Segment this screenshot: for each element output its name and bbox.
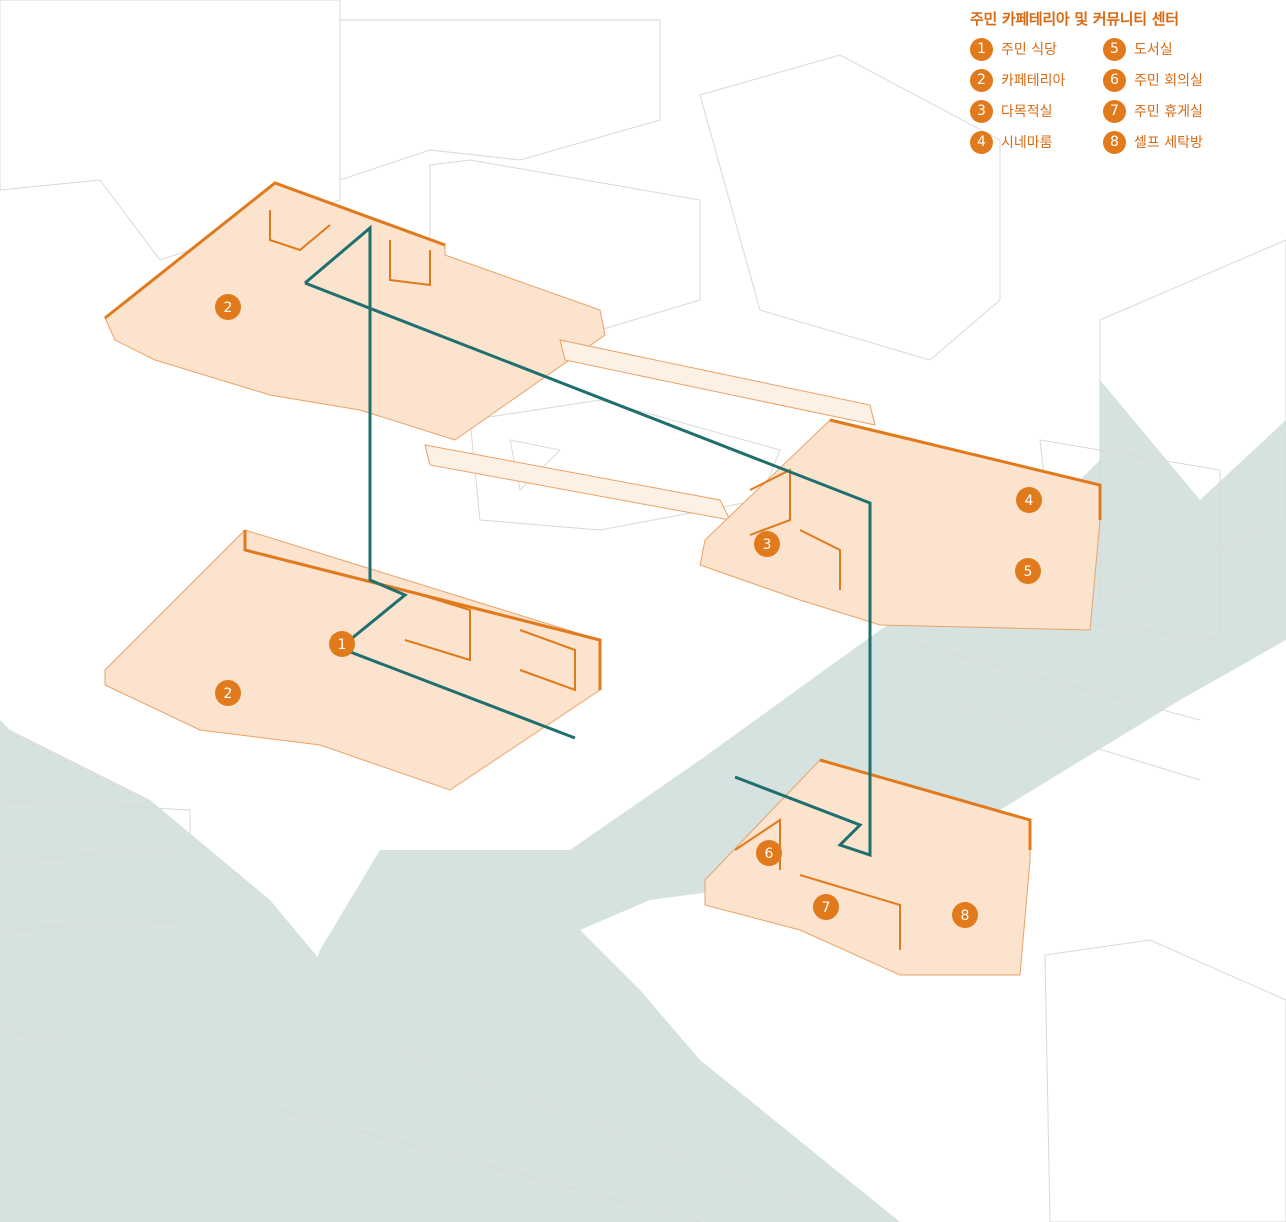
room-marker-circle <box>1015 558 1041 584</box>
legend-number-badge: 4 <box>970 130 993 154</box>
legend-label: 주민 식당 <box>1001 42 1057 58</box>
room-marker-number: 3 <box>763 537 772 553</box>
room-marker-2: 2 <box>215 294 241 320</box>
room-marker-number: 6 <box>765 846 774 862</box>
legend-title: 주민 카페테리아 및 커뮤니티 센터 <box>970 10 1179 28</box>
room-marker-number: 2 <box>224 686 233 702</box>
legend: 주민 카페테리아 및 커뮤니티 센터 1 주민 식당 2 카페테리아 3 다목적… <box>970 8 1270 166</box>
legend-number-badge: 2 <box>970 68 993 92</box>
room-marker-3: 3 <box>754 531 780 557</box>
room-marker-circle <box>329 631 355 657</box>
room-marker-circle <box>756 840 782 866</box>
legend-item-7: 7 주민 휴게실 <box>1103 98 1203 124</box>
legend-label: 주민 회의실 <box>1134 73 1203 89</box>
room-marker-4: 4 <box>1016 487 1042 513</box>
legend-label: 시네마룸 <box>1001 135 1053 151</box>
floor-dining-lower <box>104 529 602 791</box>
circulation-path <box>304 224 576 740</box>
floor-community-middle <box>699 418 1102 631</box>
legend-item-3: 3 다목적실 <box>970 98 1053 124</box>
legend-item-8: 8 셀프 세탁방 <box>1103 129 1203 155</box>
room-marker-6: 6 <box>756 840 782 866</box>
room-marker-number: 1 <box>338 637 347 653</box>
room-marker-circle <box>813 894 839 920</box>
legend-number-badge: 6 <box>1103 68 1126 92</box>
room-marker-8: 8 <box>952 902 978 928</box>
legend-number-badge: 5 <box>1103 37 1126 61</box>
legend-label: 주민 휴게실 <box>1134 104 1203 120</box>
room-marker-circle <box>952 902 978 928</box>
floor-cafeteria-upper <box>104 181 606 441</box>
legend-item-2: 2 카페테리아 <box>970 67 1065 93</box>
legend-item-4: 4 시네마룸 <box>970 129 1053 155</box>
legend-number-badge: 8 <box>1103 130 1126 154</box>
room-marker-number: 2 <box>224 300 233 316</box>
legend-number-badge: 3 <box>970 99 993 123</box>
room-marker-1: 1 <box>329 631 355 657</box>
room-marker-number: 8 <box>961 908 970 924</box>
room-marker-7: 7 <box>813 894 839 920</box>
room-marker-number: 4 <box>1025 493 1034 509</box>
room-marker-2: 2 <box>215 680 241 706</box>
room-marker-circle <box>754 531 780 557</box>
legend-item-1: 1 주민 식당 <box>970 36 1057 62</box>
legend-label: 도서실 <box>1134 42 1173 58</box>
legend-item-6: 6 주민 회의실 <box>1103 67 1203 93</box>
room-markers: 2 1 2 3 4 5 6 7 8 <box>215 294 1042 928</box>
room-marker-number: 7 <box>822 900 831 916</box>
room-marker-5: 5 <box>1015 558 1041 584</box>
legend-number-badge: 1 <box>970 37 993 61</box>
legend-label: 카페테리아 <box>1001 73 1066 89</box>
legend-grid: 1 주민 식당 2 카페테리아 3 다목적실 4 시네마룸 5 도서실 6 주민… <box>970 36 1270 166</box>
circulation-path-bridge <box>304 281 872 858</box>
floor-community-lower <box>704 758 1032 976</box>
legend-label: 다목적실 <box>1001 104 1053 120</box>
legend-number-badge: 7 <box>1103 99 1126 123</box>
legend-label: 셀프 세탁방 <box>1134 135 1203 151</box>
room-marker-circle <box>215 680 241 706</box>
room-marker-circle <box>215 294 241 320</box>
room-marker-number: 5 <box>1024 564 1033 580</box>
room-marker-circle <box>1016 487 1042 513</box>
legend-item-5: 5 도서실 <box>1103 36 1173 62</box>
